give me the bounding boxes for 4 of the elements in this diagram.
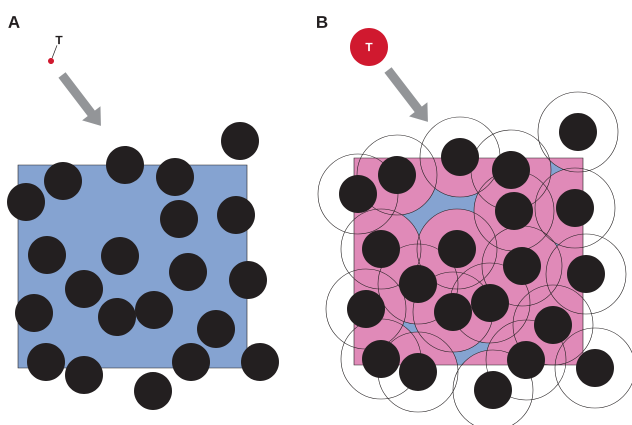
marker-label: T xyxy=(55,36,63,44)
panel-letter: B xyxy=(317,16,328,28)
panel-letter: A xyxy=(8,16,20,28)
leader-line xyxy=(52,44,58,58)
